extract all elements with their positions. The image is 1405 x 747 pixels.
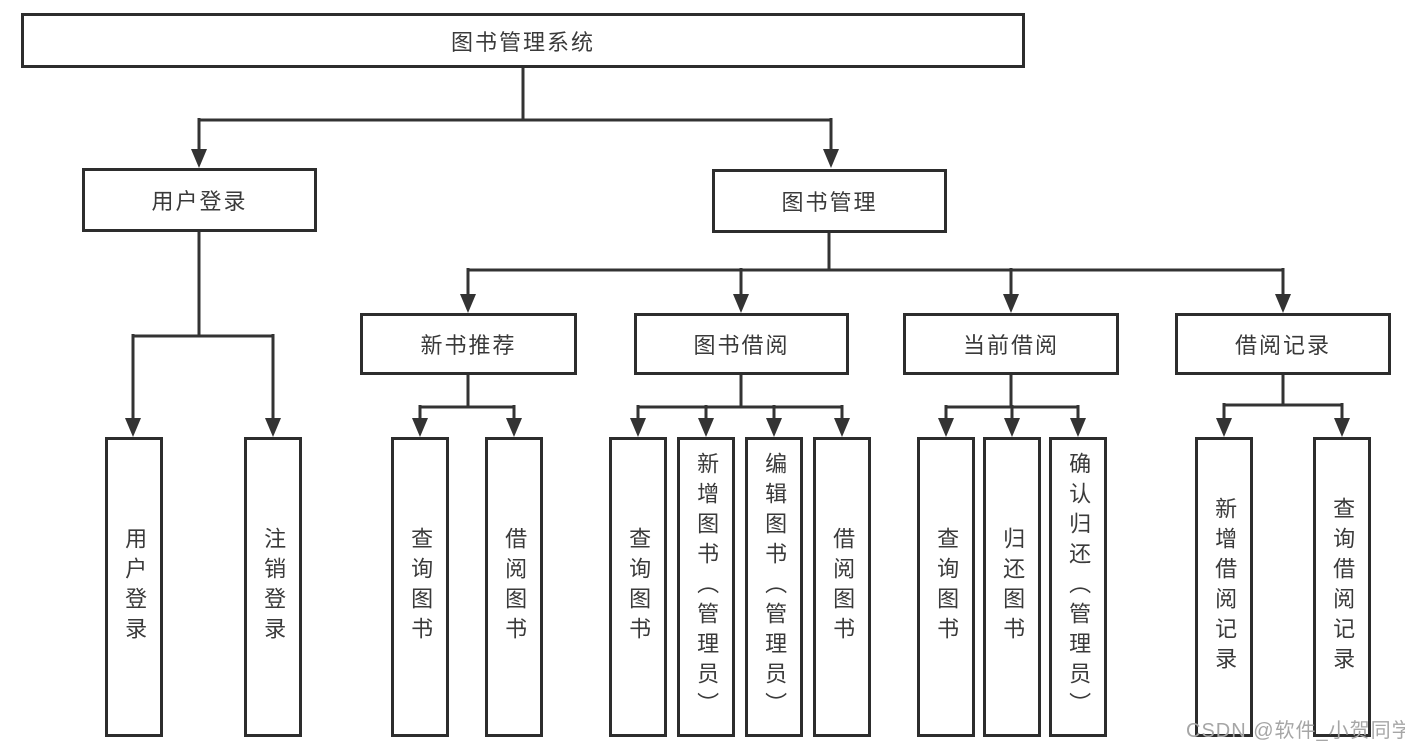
node-label: 图书借阅 [693,333,790,358]
node-book-borrow: 图书借阅 [634,313,849,375]
connector-root [191,68,839,168]
leaf-add-borrow-record: 新增借阅记录 [1195,437,1253,737]
connector-current-borrow [938,375,1086,437]
leaf-add-book-admin: 新增图书（管理员） [677,437,735,737]
node-label: 归还图书 [1000,527,1026,647]
leaf-borrow-books: 借阅图书 [813,437,871,737]
node-label: 用户登录 [122,527,148,647]
csdn-watermark: CSDN @软件_小贺同学 [1186,720,1405,742]
leaf-query-books-borrow: 查询图书 [609,437,667,737]
leaf-confirm-return-admin: 确认归还（管理员） [1049,437,1107,737]
node-label: 借阅图书 [502,527,528,647]
node-library-management-system: 图书管理系统 [21,13,1025,68]
leaf-return-book: 归还图书 [983,437,1041,737]
node-user-login: 用户登录 [82,168,317,232]
connector-user-login [125,232,281,437]
node-label: 借阅记录 [1234,333,1331,358]
node-book-management: 图书管理 [712,169,947,233]
node-label: 查询图书 [408,527,434,647]
leaf-edit-book-admin: 编辑图书（管理员） [745,437,803,737]
leaf-query-borrow-record: 查询借阅记录 [1313,437,1371,737]
connector-borrow-records [1216,375,1350,437]
node-borrow-records: 借阅记录 [1175,313,1391,375]
node-label: 借阅图书 [830,527,856,647]
node-label: 新增图书（管理员） [694,452,720,722]
node-label: 查询图书 [934,527,960,647]
node-new-book-recommend: 新书推荐 [360,313,577,375]
connector-new-book-recommend [412,375,522,437]
node-label: 确认归还（管理员） [1066,452,1092,722]
leaf-logout: 注销登录 [244,437,302,737]
node-label: 图书管理 [781,190,878,215]
node-label: 新书推荐 [420,333,517,358]
node-current-borrow: 当前借阅 [903,313,1119,375]
leaf-query-books-recommend: 查询图书 [391,437,449,737]
node-label: 编辑图书（管理员） [762,452,788,722]
node-label: 注销登录 [261,527,287,647]
connector-book-management [460,233,1291,313]
node-label: 用户登录 [151,189,248,214]
leaf-borrow-books-recommend: 借阅图书 [485,437,543,737]
leaf-query-books-current: 查询图书 [917,437,975,737]
node-label: 新增借阅记录 [1212,497,1238,677]
node-label: 查询借阅记录 [1330,497,1356,677]
node-label: 当前借阅 [962,333,1059,358]
leaf-user-login: 用户登录 [105,437,163,737]
connector-book-borrow [630,375,850,437]
node-label: 查询图书 [626,527,652,647]
node-label: 图书管理系统 [450,29,595,55]
